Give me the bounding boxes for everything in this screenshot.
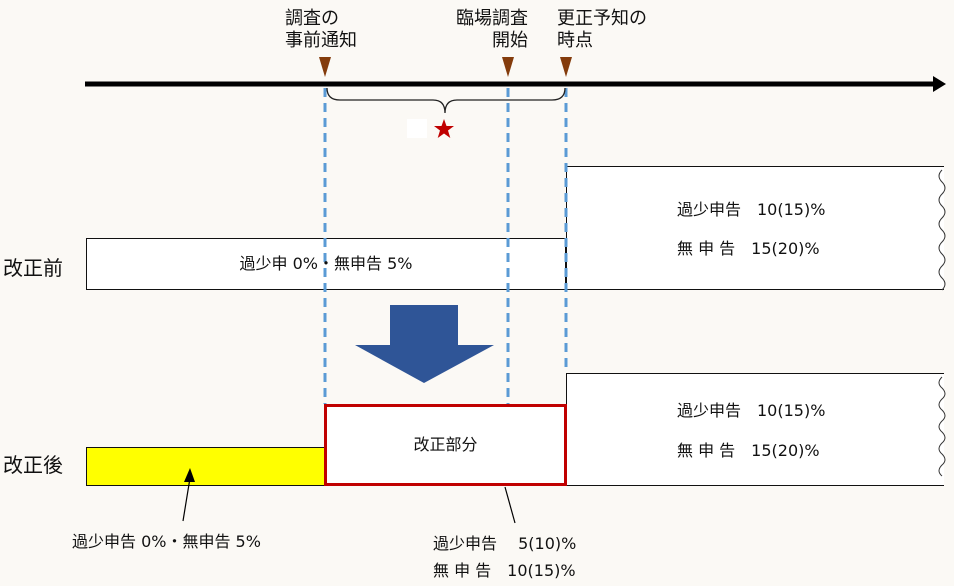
white-square — [407, 119, 427, 138]
marker-label-line: 更正予知の — [557, 8, 647, 29]
after-right-line2: 無 申 告 15(20)% — [677, 441, 820, 460]
yellow-callout-text: 過少申告 0%・無申告 5% — [72, 532, 261, 551]
callout-arrowhead — [184, 468, 195, 482]
marker-label-line: 時点 — [557, 30, 593, 51]
before-right-box — [566, 166, 944, 290]
wavy-edge — [938, 169, 946, 291]
marker-label-line: 開始 — [492, 30, 528, 51]
after-red-box — [324, 404, 567, 486]
red-callout-line1: 過少申告 5(10)% — [433, 534, 577, 553]
down-arrow-icon — [355, 305, 494, 383]
red-callout-line — [504, 486, 516, 524]
after-label: 改正後 — [3, 453, 63, 477]
marker-triangle — [560, 57, 572, 77]
marker-label-correction: 更正予知の時点 — [557, 8, 647, 52]
timeline-arrowhead — [933, 76, 946, 92]
yellow-callout-line — [182, 477, 191, 522]
before-right-line1: 過少申告 10(15)% — [677, 200, 826, 219]
after-right-box — [566, 373, 944, 486]
marker-triangle — [319, 57, 331, 77]
star-icon — [434, 119, 454, 138]
before-right-line2: 無 申 告 15(20)% — [677, 239, 820, 258]
marker-label-notice: 調査の事前通知 — [285, 8, 357, 52]
marker-label-inspection: 臨場調査開始 — [446, 8, 528, 52]
marker-triangle — [502, 57, 514, 77]
before-label: 改正前 — [3, 256, 63, 280]
red-box-text: 改正部分 — [413, 435, 478, 454]
after-yellow-box — [86, 447, 326, 486]
brace — [326, 87, 566, 114]
marker-label-line: 臨場調査 — [456, 8, 528, 29]
wavy-edge — [938, 376, 946, 477]
red-callout-line2: 無 申 告 10(15)% — [433, 561, 576, 580]
before-left-text: 過少申 0%・無申告 5% — [239, 254, 413, 273]
after-right-line1: 過少申告 10(15)% — [677, 401, 826, 420]
marker-label-line: 調査の — [285, 8, 339, 29]
marker-label-line: 事前通知 — [285, 30, 357, 51]
